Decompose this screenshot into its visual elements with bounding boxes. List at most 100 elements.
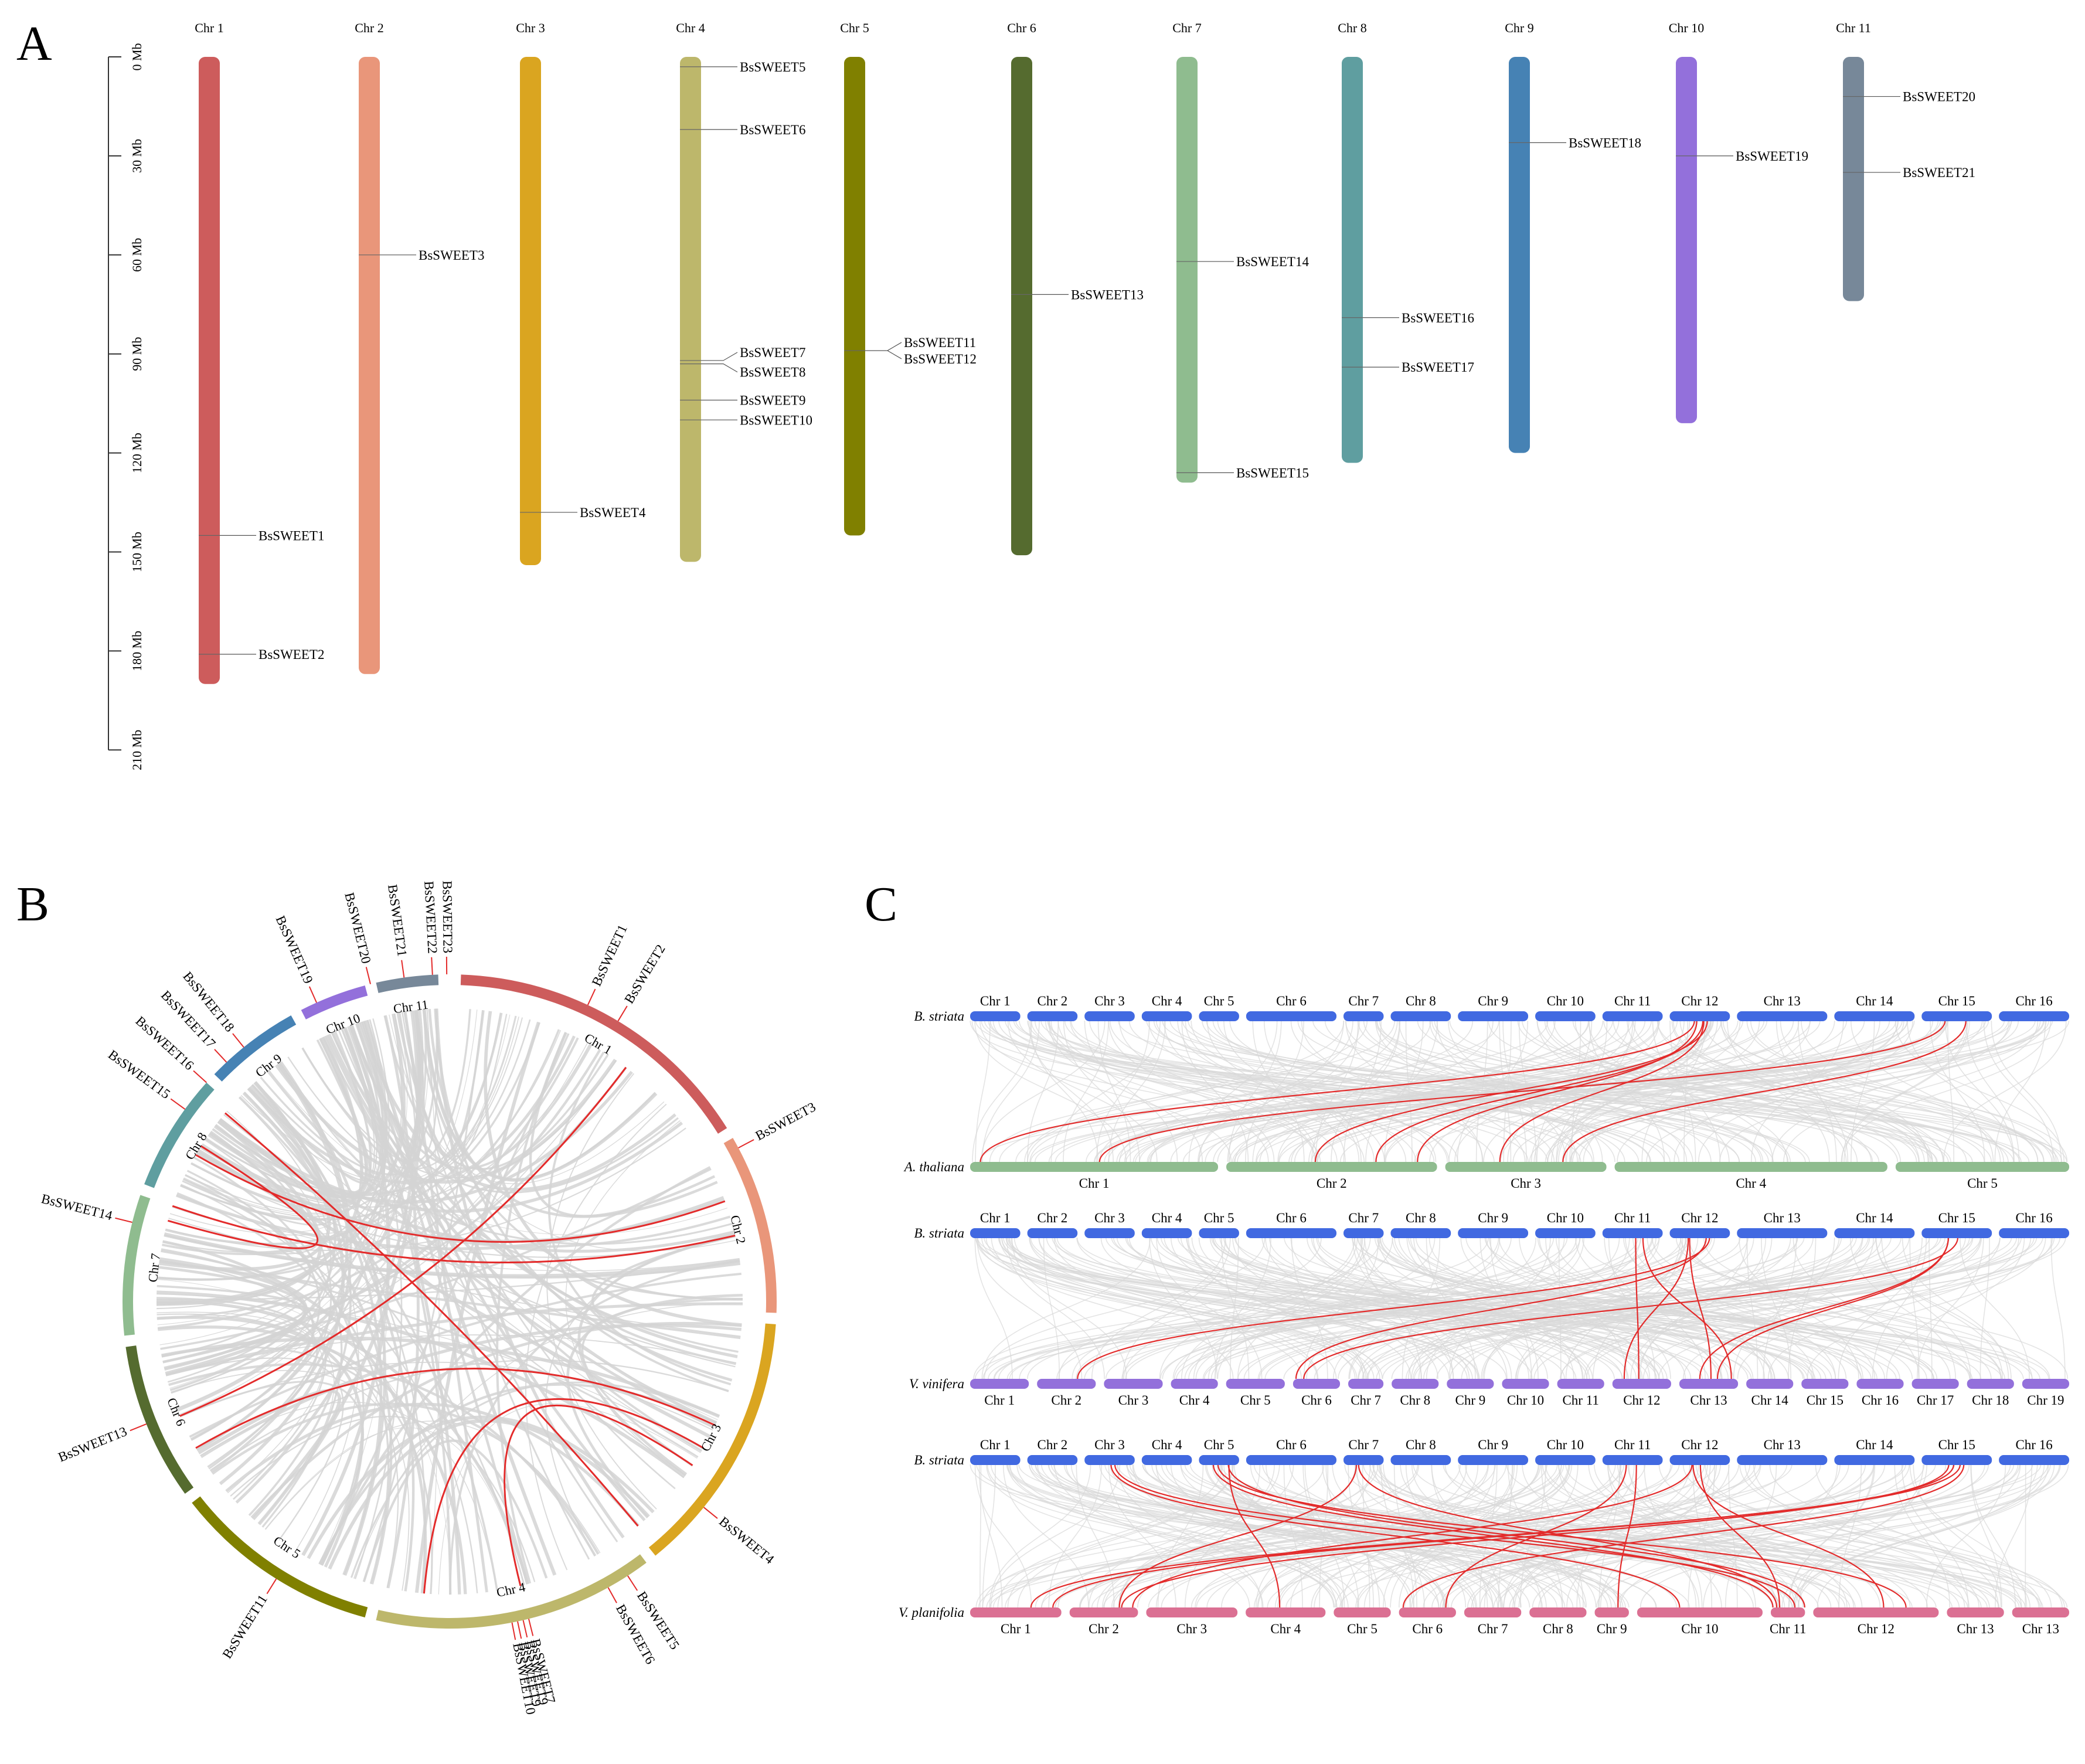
synteny-link (979, 1464, 982, 1608)
synteny-link (1030, 1464, 1913, 1608)
synteny-link (1545, 1020, 1947, 1163)
chromosome-bar (1226, 1379, 1285, 1389)
chromosome-label: Chr 3 (1094, 994, 1125, 1008)
chromosome-bar (1746, 1379, 1794, 1389)
collinearity-link (157, 1279, 452, 1595)
chromosome-label: Chr 8 (1543, 1622, 1573, 1636)
collinearity-link (434, 1008, 729, 1392)
gene-label: BsSWEET18 (1569, 135, 1641, 150)
collinearity-link (161, 1019, 388, 1358)
gene-tick (587, 988, 596, 1005)
species-label: B. striata (914, 1453, 964, 1467)
gene-label: BsSWEET17 (1402, 360, 1474, 375)
synteny-link (1763, 1237, 1797, 1379)
chromosome-label: Chr 9 (1597, 1622, 1627, 1636)
chromosome-label: Chr 2 (1089, 1622, 1119, 1636)
chromosome-bar (1967, 1379, 2014, 1389)
synteny-link (1640, 1464, 2061, 1608)
chromosome-bar (1084, 1455, 1135, 1465)
chromosome-label: Chr 12 (1681, 1211, 1718, 1225)
synteny-link (1575, 1237, 1766, 1379)
collinearity-link (307, 1415, 655, 1559)
chromosome-bar (1911, 1379, 1959, 1389)
synteny-link (1583, 1020, 1811, 1163)
chromosome-arc (214, 1015, 297, 1082)
synteny-link (1872, 1237, 1927, 1379)
chromosome-label: Chr 1 (980, 1211, 1011, 1225)
chromosome-bar (1199, 1011, 1239, 1021)
synteny-link (1007, 1464, 1335, 1608)
chromosome-bar (970, 1162, 1219, 1172)
synteny-link (1562, 1020, 1760, 1163)
chromosome-label: Chr 7 (1351, 1393, 1381, 1408)
synteny-link (1013, 1020, 1973, 1163)
syntenic-gene-link (1623, 1237, 1689, 1379)
collinearity-link (250, 1321, 742, 1519)
chromosome-bar (1834, 1455, 1915, 1465)
synteny-link (1232, 1020, 1948, 1163)
chromosome-label: Chr 14 (1856, 994, 1893, 1008)
synteny-link (1841, 1020, 2052, 1163)
synteny-link (1217, 1464, 2022, 1608)
panel-label-a: A (16, 16, 52, 71)
chromosome-bar (1679, 1379, 1739, 1389)
synteny-link (989, 1020, 1665, 1163)
synteny-link (1291, 1237, 1328, 1379)
syntenic-gene-link (1562, 1020, 1967, 1163)
synteny-link (1232, 1237, 1423, 1379)
collinearity-link (239, 1096, 498, 1591)
synteny-link (1442, 1464, 2021, 1608)
synteny-link (1029, 1020, 1099, 1163)
synteny-link (1841, 1020, 1968, 1163)
synteny-link (1875, 1237, 2012, 1379)
chromosome-label: Chr 5 (1204, 1211, 1234, 1225)
syntenic-gene-link (1295, 1237, 1707, 1379)
syntenic-gene-link (1617, 1464, 1637, 1608)
scale-tick-label: 180 Mb (130, 631, 144, 671)
chromosome-bar (1770, 1607, 1805, 1617)
synteny-link (1443, 1464, 2041, 1608)
synteny-link (1150, 1020, 1589, 1163)
chromosome-label: Chr 3 (1094, 1211, 1125, 1225)
chromosome-bar (1334, 1607, 1391, 1617)
synteny-link (1545, 1237, 1628, 1379)
chromosome-label: Chr 11 (1614, 1211, 1651, 1225)
duplication-link (179, 1066, 627, 1417)
chromosome-bar (1343, 1455, 1384, 1465)
synteny-link (1517, 1020, 1967, 1163)
synteny-link (970, 1020, 1529, 1163)
gene-tick (232, 1033, 244, 1048)
synteny-link (1188, 1020, 1278, 1163)
chromosome-bar (1246, 1607, 1326, 1617)
chromosome-bar (1947, 1607, 2004, 1617)
chromosome-label: Chr 13 (2022, 1622, 2059, 1636)
chromosome-bar (1737, 1011, 1828, 1021)
synteny-link (1072, 1237, 1381, 1379)
synteny-link (1902, 1237, 2009, 1379)
chromosome-label: Chr 3 (1118, 1393, 1149, 1408)
synteny-link (1719, 1237, 1874, 1379)
synteny-link (1118, 1020, 2022, 1163)
synteny-link (1798, 1464, 1924, 1608)
collinearity-link (319, 1166, 711, 1565)
chromosome-bar (2022, 1379, 2069, 1389)
synteny-link (1688, 1464, 1716, 1608)
synteny-link (1542, 1464, 1855, 1608)
chromosome-bar (1011, 57, 1032, 556)
synteny-link (1162, 1020, 2067, 1163)
chromosome-bar (1390, 1011, 1451, 1021)
chromosome-bar (1084, 1011, 1135, 1021)
synteny-link (1604, 1237, 1706, 1379)
synteny-link (1815, 1464, 1999, 1608)
chromosome-label: Chr 10 (1547, 994, 1584, 1008)
synteny-link (1312, 1237, 1548, 1379)
synteny-link (1005, 1464, 1547, 1608)
synteny-link (986, 1464, 1715, 1608)
synteny-link (1522, 1020, 2056, 1163)
synteny-link (1909, 1237, 1920, 1379)
chromosome-label: Chr 9 (1478, 1437, 1508, 1452)
chromosome-title: Chr 7 (1172, 21, 1202, 35)
collinearity-link (165, 1334, 737, 1376)
chromosome-label: Chr 1 (1001, 1622, 1031, 1636)
gene-label: BsSWEET2 (259, 647, 324, 662)
